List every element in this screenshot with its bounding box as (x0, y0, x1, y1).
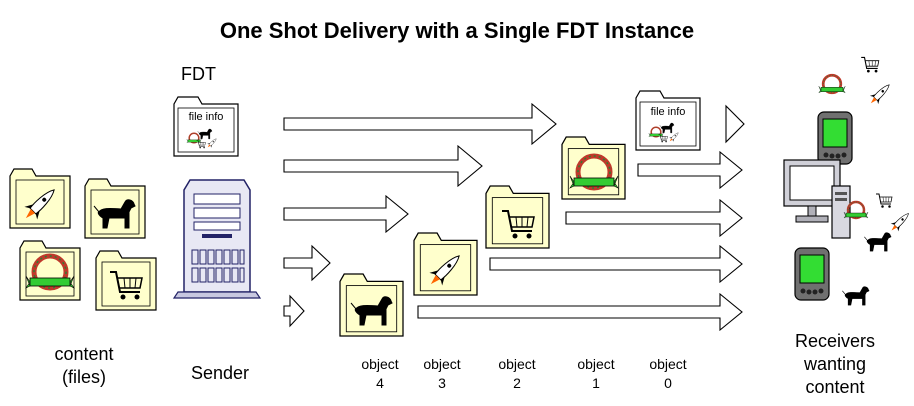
object-1-label: object 1 (566, 355, 626, 393)
receiver-arrow (417, 292, 743, 332)
fdt-file-info-text: file info (189, 111, 224, 123)
receiver-arrow (489, 244, 743, 284)
content-label-line: (files) (62, 367, 106, 387)
desktop-computer-icon (783, 159, 851, 239)
transfer-arrow-row2 (283, 144, 483, 188)
receivers-label: Receivers wanting content (780, 330, 890, 399)
object-label-line: 3 (438, 375, 446, 391)
fdt-folder: file info (173, 96, 239, 157)
object-1-folder (561, 136, 626, 200)
receiver-arrow (725, 104, 745, 144)
content-files (9, 168, 157, 311)
content-label-line: content (54, 344, 114, 364)
pda-device-icon (817, 111, 853, 165)
object-2-label: object 2 (487, 355, 547, 393)
receivers-label-line: content (805, 377, 865, 397)
transfer-arrow-fdt-row (283, 102, 557, 146)
object-label-line: 2 (513, 375, 521, 391)
content-label: content (files) (40, 343, 128, 389)
content-file-dog (84, 178, 146, 239)
diagram-title: One Shot Delivery with a Single FDT Inst… (219, 18, 695, 43)
object-label-line: 4 (376, 375, 384, 391)
object-0-fdt-folder: file info (635, 90, 701, 151)
arrows (283, 102, 745, 332)
cart-icon (875, 193, 893, 209)
transfer-arrow-row4 (283, 244, 331, 282)
object-3-folder (413, 232, 478, 296)
object-label-line: 1 (592, 375, 600, 391)
object-label-line: object (498, 356, 536, 372)
content-file-rocket (9, 168, 71, 229)
object-label-line: object (649, 356, 687, 372)
content-file-wreath (19, 240, 81, 301)
object-2-folder (485, 185, 550, 249)
receivers-label-line: Receivers (794, 331, 876, 351)
object-label-line: object (423, 356, 461, 372)
dog-icon (842, 286, 870, 306)
pda-device-icon (794, 247, 830, 301)
wreath-icon (817, 73, 847, 95)
receiver-arrow (565, 198, 743, 238)
transfer-arrow-row3 (283, 194, 409, 234)
object-3-label: object 3 (412, 355, 472, 393)
receivers (783, 56, 913, 306)
rocket-icon (887, 209, 913, 235)
transfer-arrow-row5 (283, 294, 305, 328)
sender-server (172, 179, 262, 299)
receivers-label-line: wanting (803, 354, 867, 374)
object-label-line: 0 (664, 375, 672, 391)
object-label-line: object (361, 356, 399, 372)
receiver-arrow (637, 150, 743, 190)
object-4-label: object 4 (350, 355, 410, 393)
object-label-line: object (577, 356, 615, 372)
content-file-cart (95, 250, 157, 311)
object-0-file-info-text: file info (651, 106, 686, 118)
object-4-folder (339, 273, 404, 337)
object-0-label: object 0 (638, 355, 698, 393)
fdt-label: FDT (181, 64, 216, 84)
rocket-icon (866, 80, 894, 108)
cart-icon (860, 56, 880, 74)
sender-label: Sender (190, 363, 250, 383)
dog-icon (864, 232, 892, 252)
